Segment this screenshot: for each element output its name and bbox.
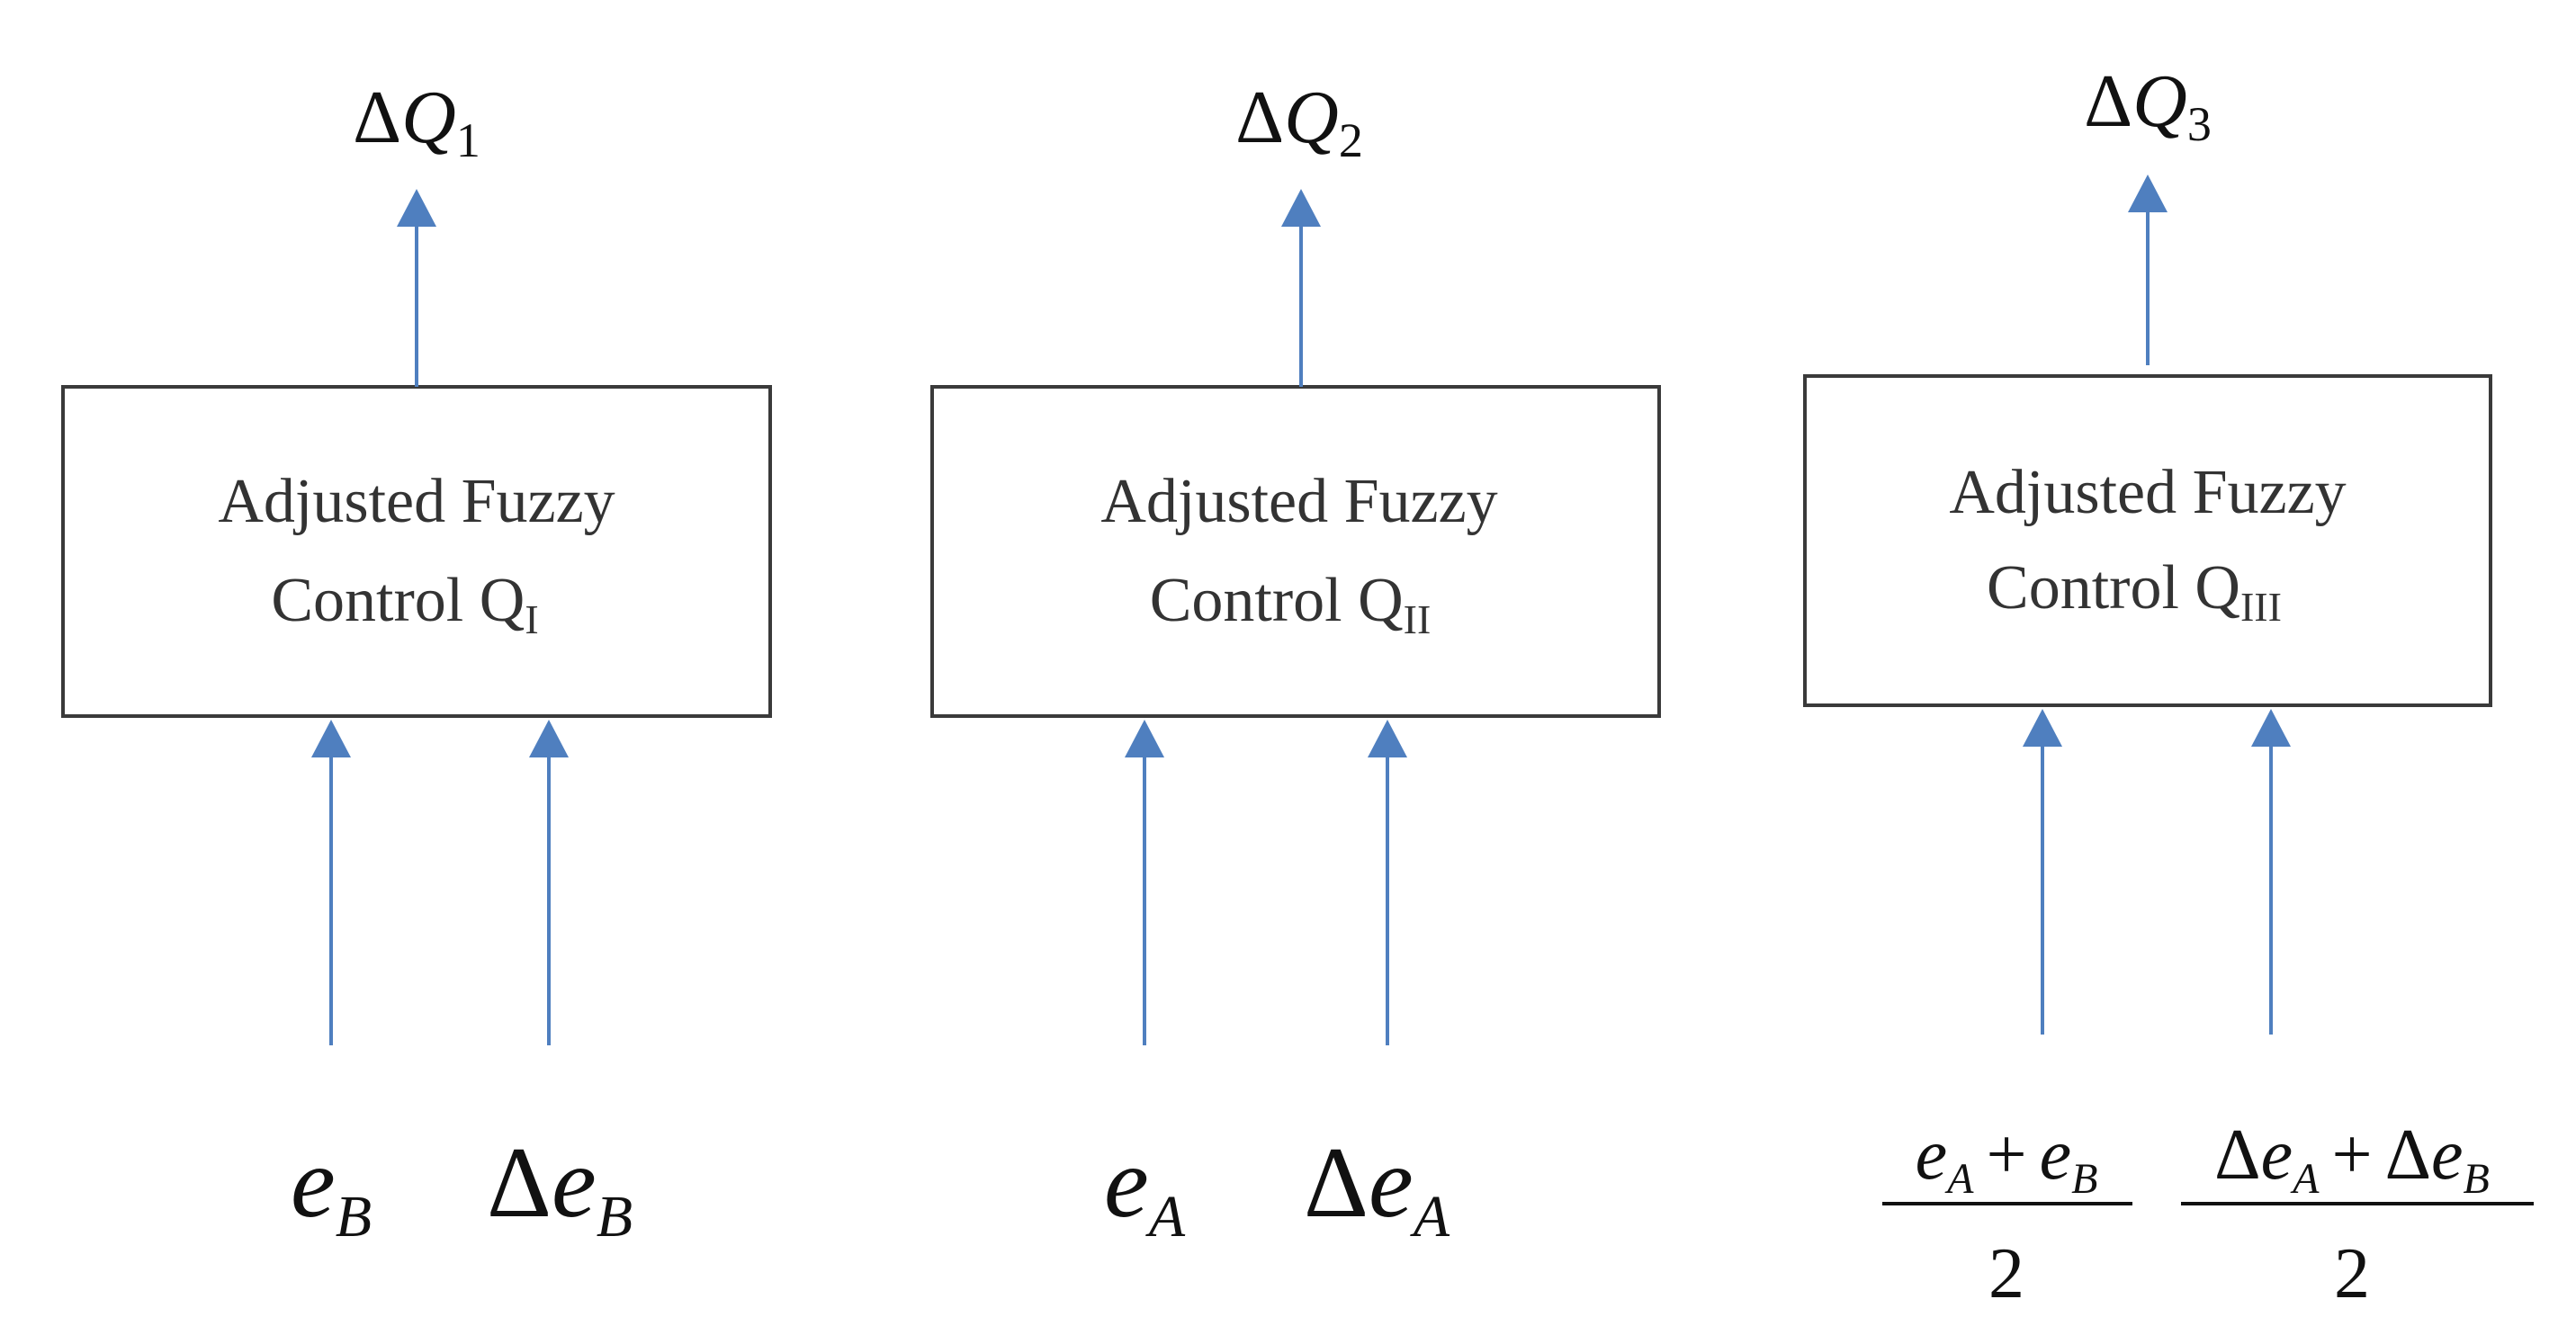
block-3-output-label: ΔQ3 (2084, 59, 2212, 151)
block-2-label-line2: Control QII (1150, 566, 1432, 642)
block-1-output-arrow (397, 189, 436, 387)
block-3-output-arrow (2128, 175, 2168, 365)
block-1-output-label: ΔQ1 (353, 76, 480, 167)
block-3-input-arrow-1 (2023, 709, 2062, 1035)
block-1-input-label-2: ΔeB (487, 1127, 633, 1250)
block-3-box (1803, 374, 2492, 707)
block-1-input-label-1: eB (291, 1127, 372, 1250)
block-2: Adjusted Fuzzy Control QII ΔQ2 eA ΔeA (930, 76, 1661, 1250)
block-1-input-arrow-1 (311, 720, 351, 1045)
block-1-input-arrow-2 (529, 720, 569, 1045)
block-2-input-label-2: ΔeA (1304, 1127, 1450, 1250)
fraction-2-denominator: 2 (2334, 1234, 2370, 1313)
block-3-input-fraction-1: eA+eB 2 (1882, 1115, 2132, 1313)
block-1: Adjusted Fuzzy Control QI ΔQ1 eB ΔeB (61, 76, 772, 1250)
block-2-input-arrow-2 (1368, 720, 1407, 1045)
block-1-label-line1: Adjusted Fuzzy (218, 467, 615, 536)
block-2-box (930, 385, 1661, 718)
block-3-label-line1: Adjusted Fuzzy (1949, 458, 2346, 527)
block-2-input-arrow-1 (1125, 720, 1164, 1045)
block-2-input-label-1: eA (1104, 1127, 1186, 1250)
block-3-input-arrow-2 (2251, 709, 2291, 1035)
block-2-output-arrow (1281, 189, 1321, 387)
block-2-output-label: ΔQ2 (1235, 76, 1363, 167)
fraction-2-numerator: ΔeA+ΔeB (2214, 1115, 2490, 1203)
block-2-label-line1: Adjusted Fuzzy (1100, 467, 1497, 536)
block-1-label-line2: Control QI (271, 566, 538, 642)
block-1-box (61, 385, 772, 718)
fraction-1-numerator: eA+eB (1916, 1115, 2098, 1203)
fraction-1-denominator: 2 (1988, 1234, 2024, 1313)
block-3-input-fraction-2: ΔeA+ΔeB 2 (2181, 1115, 2534, 1313)
block-3: Adjusted Fuzzy Control QIII ΔQ3 eA+eB 2 (1803, 59, 2534, 1313)
block-3-label-line2: Control QIII (1987, 553, 2282, 630)
